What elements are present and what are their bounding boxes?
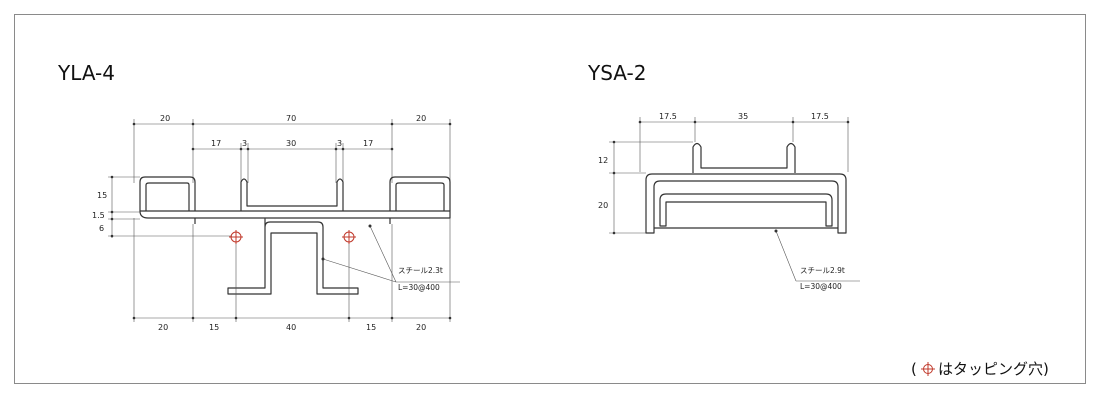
ysa-leader-dot xyxy=(774,229,778,233)
yla-dim-bottom-e: 20 xyxy=(416,323,426,332)
yla-profile-shape xyxy=(139,176,451,295)
ysa-top-ticks xyxy=(638,120,850,124)
ysa-dim-top-right: 17.5 xyxy=(811,112,829,121)
yla-bottom-ticks xyxy=(132,316,452,320)
yla-dim-side-flange: 15 xyxy=(97,191,107,200)
yla-dim-bottom-b: 15 xyxy=(209,323,219,332)
yla-centerlines xyxy=(133,218,451,322)
yla-side-ticks xyxy=(110,175,114,238)
legend-open-paren: ( xyxy=(911,360,917,378)
yla-top-ticks xyxy=(132,122,452,151)
yla-tapping-holes xyxy=(229,230,356,244)
yla-length-note: L=30@400 xyxy=(398,283,440,292)
yla-dim-bottom-a: 20 xyxy=(158,323,168,332)
legend-text: はタッピング穴) xyxy=(938,360,1049,378)
yla-dim-top-center: 70 xyxy=(286,114,296,123)
yla-dim-bottom-d: 15 xyxy=(366,323,376,332)
ysa-side-dimension xyxy=(609,141,693,234)
yla-dim-inner-c: 30 xyxy=(286,139,296,148)
legend-hole-icon xyxy=(921,362,935,376)
ysa-side-ticks xyxy=(612,140,616,235)
yla-dim-inner-b: 3 xyxy=(242,139,247,148)
yla-4-title: YLA-4 xyxy=(57,61,115,85)
yla-dim-top-right: 20 xyxy=(416,114,426,123)
tapping-hole-legend: ( はタッピング穴) xyxy=(911,360,1049,378)
yla-top-dimension xyxy=(133,119,451,183)
ysa-profile-shape xyxy=(645,142,847,234)
ysa-leader xyxy=(775,230,860,282)
yla-dim-side-offset: 6 xyxy=(99,224,104,233)
yla-dim-inner-e: 17 xyxy=(363,139,373,148)
yla-side-dimension xyxy=(108,176,232,238)
yla-4-drawing: YLA-4 20 70 20 17 3 30 3 17 xyxy=(57,61,460,332)
drawing-frame xyxy=(14,14,1086,384)
yla-dim-top-left: 20 xyxy=(160,114,170,123)
yla-dim-inner-d: 3 xyxy=(337,139,342,148)
yla-dim-inner-a: 17 xyxy=(211,139,221,148)
ysa-2-drawing: YSA-2 17.5 35 17.5 12 20 xyxy=(587,61,860,291)
yla-dim-side-thickness: 1.5 xyxy=(92,211,105,220)
yla-material-note: スチール2.3t xyxy=(398,266,443,275)
ysa-dim-top-center: 35 xyxy=(738,112,748,121)
yla-leader xyxy=(322,225,460,283)
ysa-top-dimension xyxy=(639,117,849,172)
ysa-dim-top-left: 17.5 xyxy=(659,112,677,121)
yla-leader-dots xyxy=(321,224,372,261)
ysa-dim-side-lower: 20 xyxy=(598,201,608,210)
ysa-2-title: YSA-2 xyxy=(587,61,646,85)
yla-dim-bottom-c: 40 xyxy=(286,323,296,332)
ysa-material-note: スチール2.9t xyxy=(800,266,845,275)
ysa-length-note: L=30@400 xyxy=(800,282,842,291)
ysa-dim-side-upper: 12 xyxy=(598,156,608,165)
